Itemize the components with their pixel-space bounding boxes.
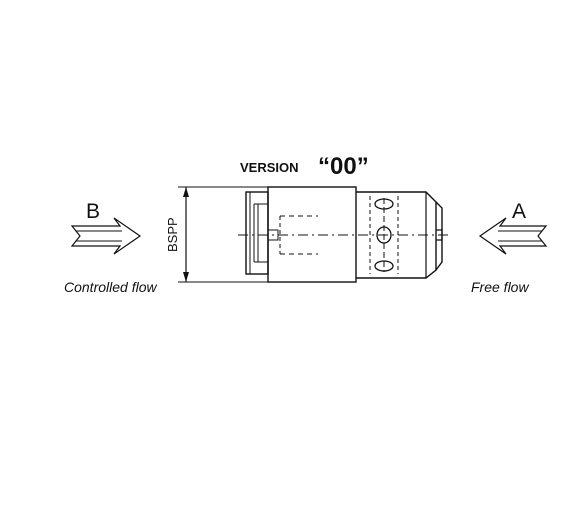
controlled-flow-caption: Controlled flow (64, 279, 157, 295)
free-flow-caption: Free flow (471, 279, 529, 295)
port-a-label: A (512, 200, 526, 223)
bspp-dimension (178, 186, 268, 283)
version-code: “00” (318, 153, 369, 180)
arrow-right-icon (70, 217, 142, 255)
bspp-label: BSPP (165, 217, 180, 252)
arrow-left-icon (478, 217, 548, 255)
port-b-label: B (86, 200, 100, 223)
version-label: VERSION (240, 160, 299, 175)
valve-body (238, 186, 452, 283)
